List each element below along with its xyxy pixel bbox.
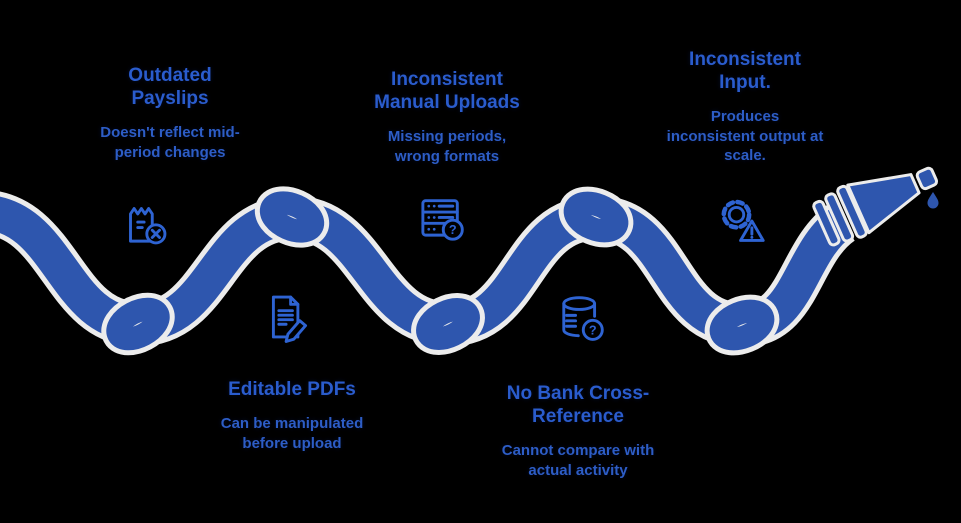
question-badge-glyph: ? [449, 223, 457, 237]
stage-inconsistent-input: Inconsistent Input. Produces inconsisten… [645, 48, 845, 166]
hose-knot-2 [254, 186, 330, 248]
nozzle-icon [812, 166, 939, 247]
stage-title: No Bank Cross-Reference [506, 383, 650, 428]
stage-title: Inconsistent Input. [689, 49, 801, 94]
stage-title: Editable PDFs [228, 379, 356, 400]
hose-knot-4 [558, 186, 634, 248]
water-drop-icon [927, 192, 939, 209]
gear-warning-icon [712, 192, 770, 250]
stage-title: Inconsistent Manual Uploads [374, 69, 520, 114]
hose-knot-5 [704, 294, 780, 356]
question-badge-glyph: ? [589, 323, 597, 337]
stage-outdated-payslips: Outdated Payslips Doesn't reflect mid-pe… [70, 64, 270, 162]
hose-knot-1 [101, 292, 175, 356]
stage-no-bank-cross-reference: No Bank Cross-Reference Cannot compare w… [478, 382, 678, 480]
stage-subtitle: Cannot compare with actual activity [501, 442, 655, 479]
stage-subtitle: Doesn't reflect mid-period changes [100, 124, 240, 161]
payslip-error-icon [116, 194, 174, 252]
stage-subtitle: Produces inconsistent output at scale. [666, 108, 824, 165]
stage-editable-pdfs: Editable PDFs Can be manipulated before … [192, 378, 392, 453]
stage-subtitle: Missing periods, wrong formats [387, 128, 507, 165]
hose-knot-3 [411, 293, 485, 355]
document-edit-icon [258, 288, 316, 346]
stage-subtitle: Can be manipulated before upload [220, 415, 364, 452]
database-question-icon: ? [552, 290, 610, 348]
server-question-icon: ? [412, 188, 470, 246]
stage-inconsistent-manual-uploads: Inconsistent Manual Uploads Missing peri… [347, 68, 547, 166]
stage-title: Outdated Payslips [128, 65, 212, 110]
